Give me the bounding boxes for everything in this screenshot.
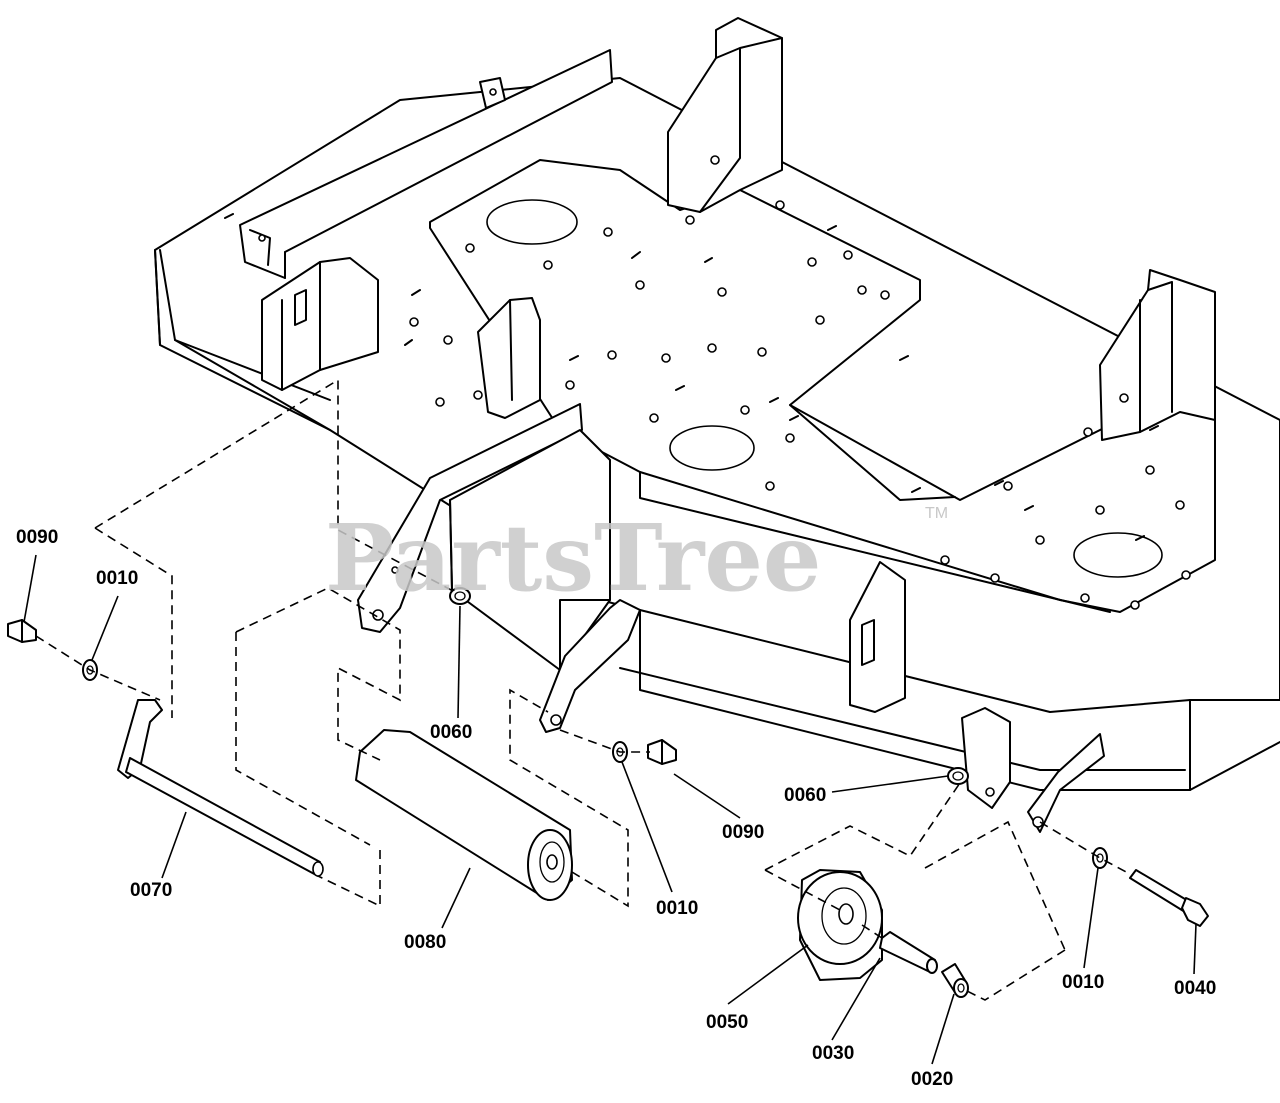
callout-c13[interactable]: 0040 xyxy=(1174,978,1216,999)
top-plate xyxy=(224,159,1216,613)
callout-labels: 0090 0010 0060 0070 0080 0010 0090 0060 … xyxy=(16,527,1216,1090)
callout-leaders xyxy=(23,554,1197,1065)
callout-c10[interactable]: 0030 xyxy=(812,1043,854,1064)
front-roller-0080 xyxy=(355,729,573,901)
washer-0010-right xyxy=(1092,847,1108,869)
rear-mount-bracket xyxy=(667,17,783,213)
roller-axle-0070 xyxy=(117,699,324,877)
callout-c12[interactable]: 0010 xyxy=(1062,972,1104,993)
wheel-bushing-0020 xyxy=(941,963,969,998)
watermark-text: PartsTree xyxy=(325,504,821,612)
wheel-spacer-0030 xyxy=(879,931,938,974)
bolt-0040 xyxy=(1129,869,1209,927)
callout-c6[interactable]: 0010 xyxy=(656,898,698,919)
callout-c3[interactable]: 0060 xyxy=(430,722,472,743)
bolt-0090-left xyxy=(7,619,37,643)
callout-c9[interactable]: 0050 xyxy=(706,1012,748,1033)
front-roller-arm-right xyxy=(539,599,641,733)
callout-c1[interactable]: 0090 xyxy=(16,527,58,548)
center-mount-bracket xyxy=(477,297,541,419)
watermark-trademark: TM xyxy=(925,505,948,522)
right-wheel-bracket xyxy=(849,561,1105,833)
left-mount-bracket xyxy=(261,257,379,391)
callout-c5[interactable]: 0080 xyxy=(404,932,446,953)
flange-nut-left xyxy=(449,587,471,605)
flange-nut-right xyxy=(947,767,969,785)
callout-c8[interactable]: 0060 xyxy=(784,785,826,806)
assembly-guide-lines xyxy=(35,378,1131,1001)
callout-c4[interactable]: 0070 xyxy=(130,880,172,901)
front-roller-arm-left xyxy=(357,403,583,633)
callout-c11[interactable]: 0020 xyxy=(911,1069,953,1090)
right-mount-bracket xyxy=(1099,269,1216,441)
callout-c2[interactable]: 0010 xyxy=(96,568,138,589)
watermark: PartsTree TM xyxy=(325,504,948,612)
bolt-0090-middle xyxy=(647,739,677,765)
callout-c7[interactable]: 0090 xyxy=(722,822,764,843)
gauge-wheel-0050 xyxy=(797,869,883,981)
